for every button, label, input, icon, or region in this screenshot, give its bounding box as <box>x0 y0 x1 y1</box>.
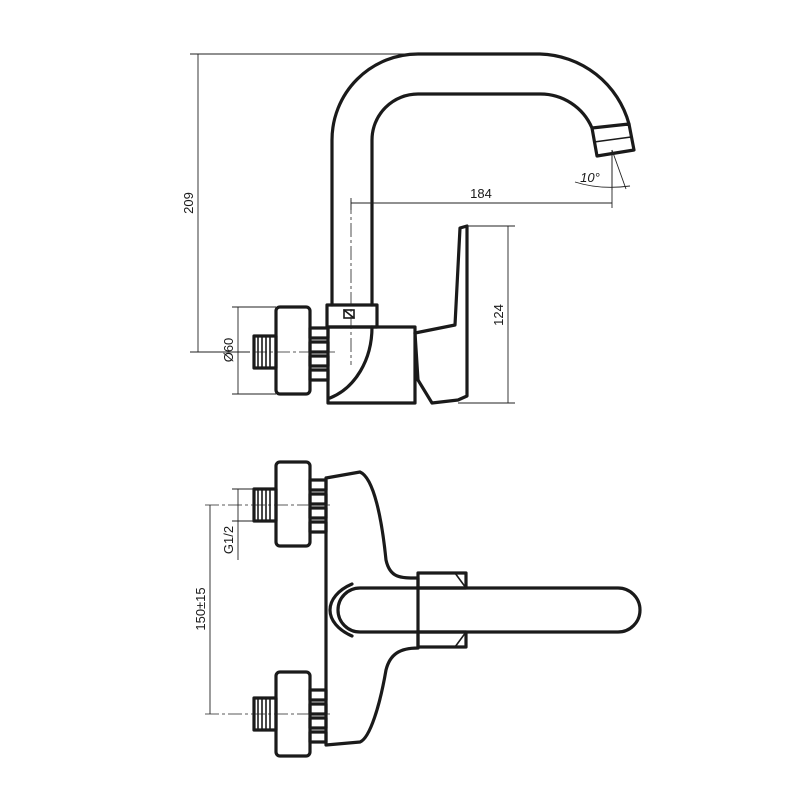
top-rib-l1 <box>308 688 328 702</box>
top-flange-upper <box>274 460 312 548</box>
connector-rib-1 <box>308 326 330 340</box>
dim-209-label: 209 <box>181 192 196 214</box>
lever-base-line <box>413 331 420 382</box>
top-rib-u3 <box>308 506 328 520</box>
angle-ref-inclined <box>611 149 627 190</box>
side-view: 209 184 10° 124 Ø60 <box>181 52 636 405</box>
lever-handle <box>413 224 469 405</box>
top-rib-l3 <box>308 716 328 730</box>
dim-150-label: 150±15 <box>193 587 208 630</box>
connector-rib-3 <box>308 354 330 368</box>
top-lever-edge <box>454 572 467 648</box>
top-rib-u1 <box>308 478 328 492</box>
dim-60-label: Ø60 <box>221 338 236 363</box>
top-view: G1/2 150±15 <box>193 460 642 758</box>
collar-marker <box>343 309 355 319</box>
angle-label: 10° <box>580 170 600 185</box>
spout-tube-inner <box>370 92 594 307</box>
top-lever-lower <box>416 630 468 649</box>
collar-marker-cross <box>343 309 355 319</box>
connector-rib-4 <box>308 368 330 382</box>
top-rib-u4 <box>308 520 328 534</box>
wall-flange <box>274 305 312 396</box>
angle-arc <box>574 181 631 188</box>
body-curve <box>328 325 374 400</box>
top-rib-l4 <box>308 730 328 744</box>
dim-g12-label: G1/2 <box>221 526 236 554</box>
top-lever <box>416 571 468 590</box>
top-spout <box>336 586 642 634</box>
top-spout-base <box>328 582 354 638</box>
top-body-outline <box>324 470 420 747</box>
top-rib-l2 <box>308 702 328 716</box>
dim-124-label: 124 <box>491 304 506 326</box>
aerator-ring <box>593 136 632 143</box>
top-rib-u2 <box>308 492 328 506</box>
connector-rib-2 <box>308 340 330 354</box>
dim-184-label: 184 <box>470 186 492 201</box>
spout-aerator <box>590 122 636 158</box>
